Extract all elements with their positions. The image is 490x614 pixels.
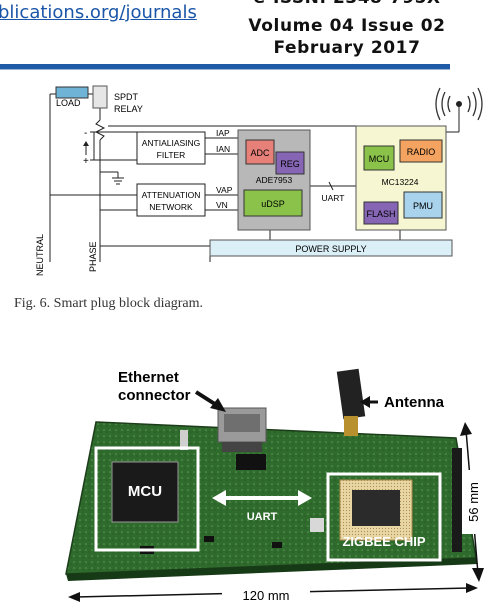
antenna-label: Antenna	[384, 394, 445, 411]
att-label-1: ATTENUATION	[142, 190, 201, 200]
udsp-label: uDSP	[261, 199, 285, 209]
ade-name-label: ADE7953	[256, 175, 293, 185]
height-dimension-label: 56 mm	[466, 482, 481, 522]
uart-label: UART	[322, 193, 345, 203]
radio-label: RADIO	[407, 147, 436, 157]
vn-label: VN	[216, 200, 228, 210]
uart-photo-label: UART	[247, 511, 278, 523]
reg-label: REG	[280, 159, 300, 169]
mcu-label: MCU	[369, 154, 390, 164]
minus-label: -	[84, 128, 87, 139]
relay-label-1: SPDT	[114, 92, 139, 102]
ethernet-label-1: Ethernet	[118, 369, 179, 386]
figure-caption: Fig. 6. Smart plug block diagram.	[14, 296, 203, 312]
mcu-photo-label: MCU	[128, 483, 162, 500]
power-supply-label: POWER SUPPLY	[295, 244, 366, 254]
ian-label: IAN	[216, 144, 230, 154]
ethernet-label-2: connector	[118, 387, 191, 404]
adc-label: ADC	[250, 148, 270, 158]
neutral-label: NEUTRAL	[35, 234, 45, 276]
zigbee-label: ZIGBEE CHIP	[342, 534, 425, 549]
aa-label-2: FILTER	[157, 150, 186, 160]
relay-label-2: RELAY	[114, 104, 143, 114]
pmu-label: PMU	[413, 201, 433, 211]
flash-label: FLASH	[366, 209, 395, 219]
att-label-2: NETWORK	[149, 202, 193, 212]
mc-name-label: MC13224	[382, 177, 419, 187]
iap-label: IAP	[216, 128, 230, 138]
plus-label: +	[83, 156, 89, 167]
load-label: LOAD	[56, 98, 81, 108]
vap-label: VAP	[216, 185, 233, 195]
pcb-photo: Ethernet connector Antenna MCU UART ZIGB…	[0, 350, 490, 614]
aa-label-1: ANTIALIASING	[142, 138, 201, 148]
width-dimension-label: 120 mm	[243, 588, 290, 603]
block-diagram: LOAD SPDT RELAY ANTIALIASING FILTER IAP …	[0, 0, 490, 290]
phase-label: PHASE	[88, 241, 98, 272]
